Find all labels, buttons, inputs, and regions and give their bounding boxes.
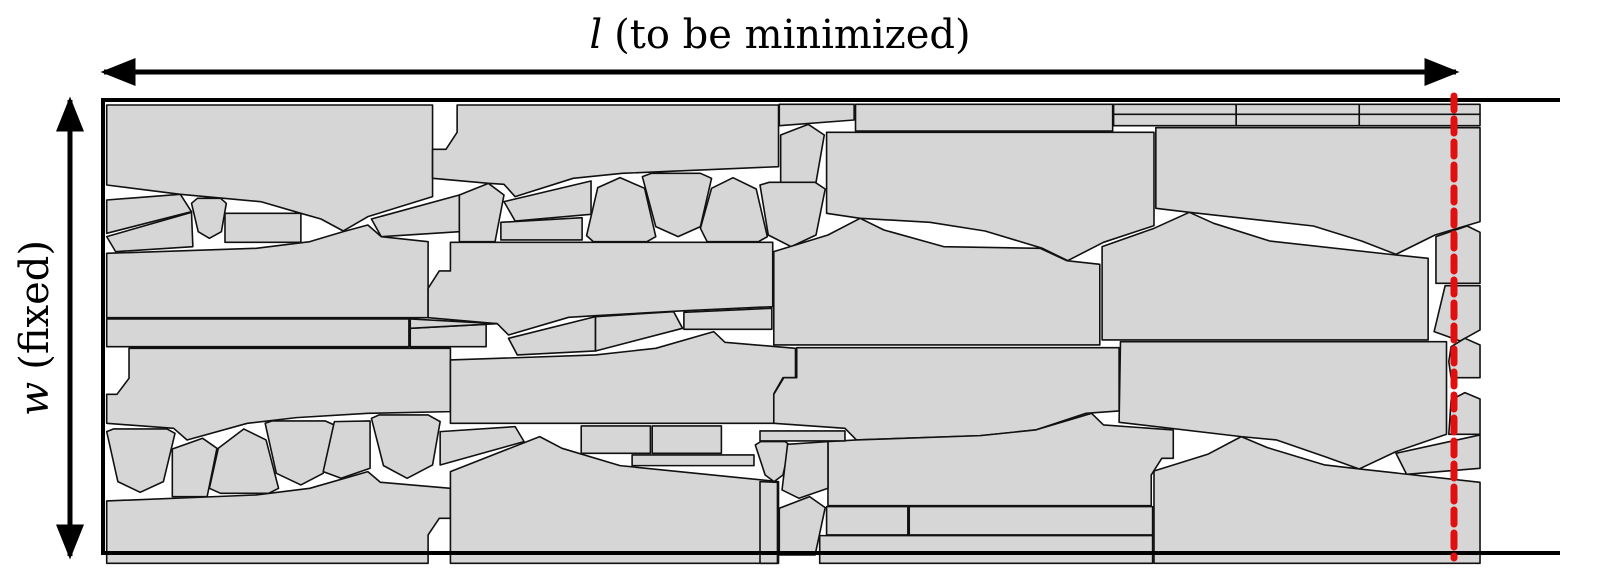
packed-piece bbox=[107, 319, 409, 347]
packed-piece bbox=[450, 332, 795, 424]
packed-piece bbox=[1154, 437, 1480, 564]
packed-piece bbox=[596, 312, 683, 351]
packed-piece bbox=[459, 183, 504, 241]
packed-piece bbox=[760, 182, 825, 246]
packed-pieces-right bbox=[760, 104, 1480, 563]
packed-piece bbox=[410, 319, 497, 328]
packed-piece bbox=[371, 415, 440, 478]
packed-piece bbox=[684, 308, 772, 329]
packed-piece bbox=[782, 442, 828, 499]
packed-pieces-left bbox=[107, 105, 796, 563]
packed-piece bbox=[1236, 114, 1359, 125]
packed-piece bbox=[192, 198, 227, 238]
packed-piece bbox=[107, 212, 193, 251]
packed-piece bbox=[827, 132, 1154, 260]
packed-piece bbox=[1359, 104, 1480, 114]
packed-piece bbox=[450, 437, 778, 564]
packed-piece bbox=[760, 482, 777, 564]
packed-piece bbox=[828, 413, 1173, 505]
packed-piece bbox=[642, 173, 711, 236]
packed-piece bbox=[587, 178, 656, 242]
packed-piece bbox=[632, 455, 754, 466]
packed-piece bbox=[856, 104, 1113, 131]
packed-piece bbox=[1114, 104, 1237, 114]
width-label: w(fixed) bbox=[12, 240, 58, 416]
packed-piece bbox=[209, 429, 278, 493]
length-label: l(to be minimized) bbox=[589, 12, 970, 58]
packed-piece bbox=[779, 104, 854, 125]
packed-piece bbox=[909, 507, 1152, 535]
packed-piece bbox=[652, 426, 721, 453]
packed-piece bbox=[433, 105, 779, 197]
packed-piece bbox=[779, 497, 825, 555]
packed-piece bbox=[107, 429, 175, 492]
packed-piece bbox=[172, 438, 217, 496]
packed-piece bbox=[1359, 114, 1480, 125]
packed-piece bbox=[428, 242, 773, 335]
packed-piece bbox=[774, 218, 1100, 345]
packed-piece bbox=[700, 178, 767, 242]
packed-piece bbox=[1102, 212, 1428, 340]
packed-piece bbox=[501, 218, 582, 240]
packed-piece bbox=[760, 431, 845, 441]
packed-piece bbox=[107, 225, 428, 318]
packed-piece bbox=[1119, 342, 1446, 469]
packed-piece bbox=[440, 427, 524, 465]
packed-piece bbox=[1436, 226, 1480, 283]
packed-piece bbox=[820, 536, 1153, 564]
packed-piece bbox=[225, 213, 301, 242]
packed-piece bbox=[781, 124, 825, 182]
packed-piece bbox=[581, 426, 650, 453]
packed-piece bbox=[827, 507, 908, 535]
packed-piece bbox=[1236, 104, 1359, 114]
packed-piece bbox=[1156, 128, 1480, 255]
packed-piece bbox=[323, 421, 370, 478]
packed-piece bbox=[1114, 114, 1237, 125]
